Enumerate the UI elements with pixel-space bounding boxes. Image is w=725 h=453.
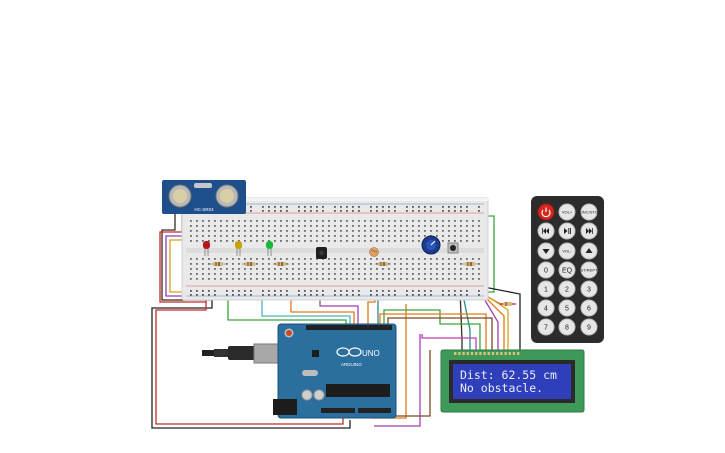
arduino-brand: ARDUINO (341, 362, 362, 367)
remote-button-label: ST/REPT (581, 268, 598, 273)
resistor-1 (210, 262, 226, 266)
led-green[interactable] (266, 241, 273, 256)
power-icon (541, 207, 551, 218)
remote-fast-forward-button[interactable] (580, 222, 598, 240)
remote-button-2[interactable]: 2 (558, 280, 576, 298)
wire-black-long (151, 290, 351, 429)
resistor-5 (462, 262, 478, 266)
ir-remote: VOL+ FUNC/STOP VOL- 0 EQ ST/REPT 1 2 3 4 5 6 7 8 9 (531, 196, 604, 343)
fast-forward-icon (586, 228, 593, 234)
rewind-icon (542, 228, 549, 234)
remote-button-6[interactable]: 6 (580, 299, 598, 317)
led-yellow[interactable] (235, 241, 242, 256)
wire-magenta-lcd (421, 334, 477, 350)
arduino-uno: UNO ARDUINO (202, 323, 397, 419)
remote-button-label: 1 (544, 287, 548, 294)
remote-button-vol-[interactable]: VOL+ (558, 203, 576, 221)
remote-button-st-rept[interactable]: ST/REPT (580, 261, 598, 279)
remote-up-button[interactable] (580, 242, 598, 260)
down-icon (542, 249, 550, 254)
remote-button-label: 2 (565, 287, 569, 294)
remote-buttons: VOL+ FUNC/STOP VOL- 0 EQ ST/REPT 1 2 3 4 5 6 7 8 9 (537, 203, 601, 336)
resistor-4 (375, 262, 391, 266)
wire-orange-lcd2 (379, 313, 487, 350)
remote-rewind-button[interactable] (537, 222, 555, 240)
remote-button-label: 9 (587, 325, 591, 332)
remote-button-vol-[interactable]: VOL- (558, 242, 576, 260)
wire-red-long (155, 292, 344, 425)
remote-button-label: EQ (562, 268, 573, 275)
remote-button-7[interactable]: 7 (537, 318, 555, 336)
remote-button-label: 5 (565, 306, 569, 313)
wire-dark-lcd (459, 289, 463, 350)
remote-button-label: 4 (544, 306, 548, 313)
wire-green-lcd (383, 309, 481, 350)
remote-button-func-stop[interactable]: FUNC/STOP (577, 203, 601, 221)
push-button[interactable] (447, 242, 459, 254)
lcd-header-pins (454, 352, 520, 355)
breadboard (181, 197, 489, 301)
remote-button-1[interactable]: 1 (537, 280, 555, 298)
remote-button-label: FUNC/STOP (577, 210, 600, 215)
remote-button-4[interactable]: 4 (537, 299, 555, 317)
lcd-line-1: Dist: 62.55 cm (460, 368, 557, 382)
ultrasonic-sensor: HC-SR04 (162, 180, 246, 214)
remote-button-label: 0 (544, 268, 548, 275)
remote-power-button[interactable] (537, 203, 555, 221)
remote-button-0[interactable]: 0 (537, 261, 555, 279)
remote-button-label: 6 (587, 306, 591, 313)
remote-button-5[interactable]: 5 (558, 299, 576, 317)
remote-down-button[interactable] (537, 242, 555, 260)
wire-teal-lcd (461, 289, 471, 350)
potentiometer[interactable] (421, 235, 441, 255)
remote-button-label: 8 (565, 325, 569, 332)
play-pause-icon (564, 228, 571, 234)
ir-receiver (316, 247, 327, 259)
lcd-line-2: No obstacle. (460, 381, 543, 395)
remote-play-pause-button[interactable] (558, 222, 576, 240)
remote-button-8[interactable]: 8 (558, 318, 576, 336)
remote-button-label: VOL+ (562, 210, 573, 215)
wire-purple-3 (374, 334, 421, 427)
remote-button-eq[interactable]: EQ (558, 261, 576, 279)
led-red[interactable] (203, 241, 210, 256)
remote-button-3[interactable]: 3 (580, 280, 598, 298)
remote-button-label: 3 (587, 287, 591, 294)
sensor-label: HC-SR04 (194, 207, 214, 212)
remote-button-label: VOL- (562, 249, 572, 254)
photoresistor (369, 247, 379, 257)
resistor-6 (503, 302, 512, 306)
breadboard-holes (190, 206, 480, 296)
remote-button-label: 7 (544, 325, 548, 332)
lcd-display: Dist: 62.55 cm No obstacle. (440, 349, 585, 413)
arduino-model: UNO (362, 349, 380, 358)
up-icon (585, 248, 593, 253)
resistor-2 (242, 262, 258, 266)
remote-button-9[interactable]: 9 (580, 318, 598, 336)
resistor-3 (273, 262, 289, 266)
